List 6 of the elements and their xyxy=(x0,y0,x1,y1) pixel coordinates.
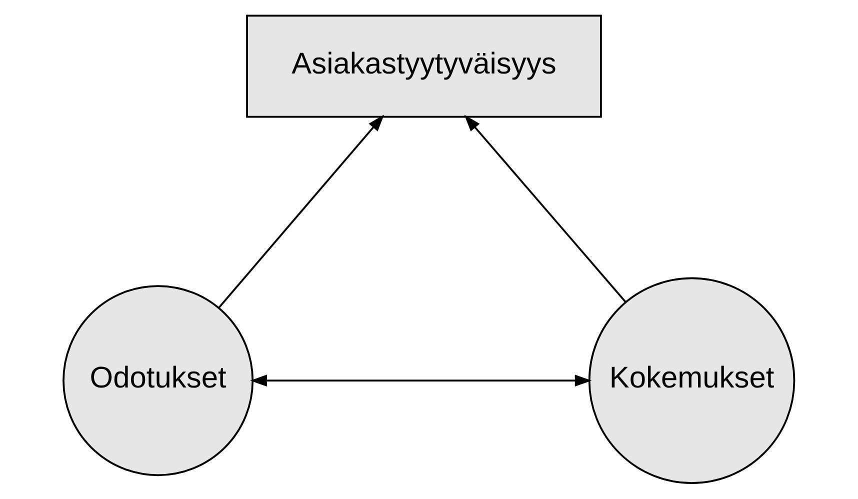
arrow xyxy=(250,374,592,386)
node-box: Asiakastyytyväisyys xyxy=(246,14,602,118)
node-circle: Kokemukset xyxy=(588,277,796,484)
arrow xyxy=(218,114,384,308)
node-circle: Odotukset xyxy=(62,285,254,476)
arrow xyxy=(464,114,626,303)
